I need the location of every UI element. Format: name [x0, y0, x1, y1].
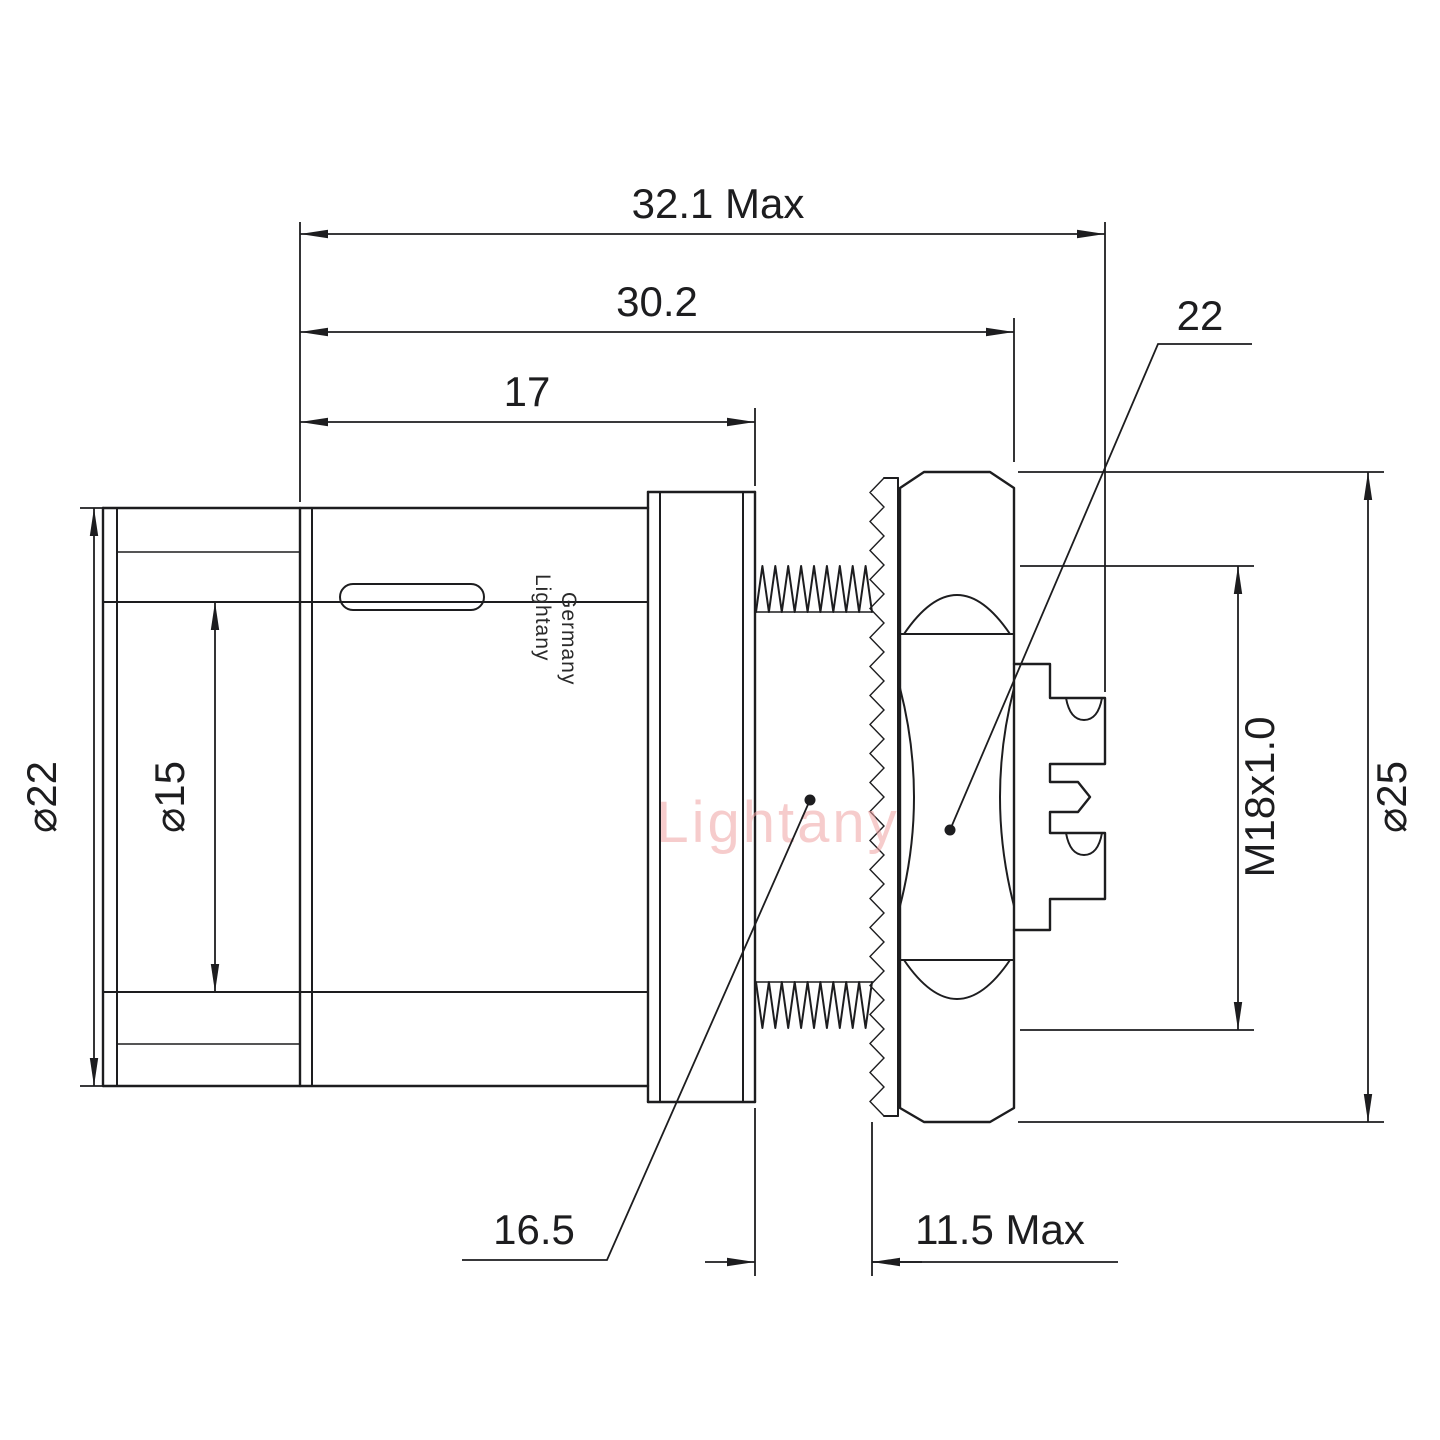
dim-front-shell-length-label: 17 — [504, 368, 551, 415]
dim-bore-diameter-label: ⌀15 — [146, 761, 193, 833]
solder-cup-bottom — [1065, 832, 1103, 856]
dim-nut-outer-diameter-label: ⌀25 — [1368, 761, 1415, 833]
dim-length-to-nut-label: 30.2 — [616, 278, 698, 325]
body-marking-line2: Germany — [557, 592, 580, 685]
watermark-text: Lightany — [656, 790, 899, 855]
dim-thread-length: 16.5 — [462, 794, 816, 1261]
rear-contacts — [1012, 662, 1107, 932]
dim-shell-diameter: ⌀22 — [18, 507, 140, 1087]
dim-shell-diameter-label: ⌀22 — [18, 761, 65, 833]
dim-thread-length-label: 16.5 — [493, 1206, 575, 1253]
dim-nut-across-flats: 22 — [944, 292, 1252, 836]
lock-washer — [869, 477, 899, 1117]
dim-mount-thread-label: M18x1.0 — [1236, 716, 1283, 877]
dim-max-panel-thickness: 11.5 Max — [705, 1108, 1118, 1276]
leader-dot-nut — [944, 824, 956, 836]
body-marking-line1: Lightany — [531, 574, 554, 661]
dim-length-to-nut: 30.2 — [300, 278, 1014, 337]
dim-bore-diameter: ⌀15 — [146, 602, 220, 992]
front-shell — [101, 506, 650, 1088]
mounting-flange — [646, 490, 757, 1104]
connector-geometry: Lightany Germany — [101, 470, 1107, 1124]
dimensions: 32.1 Max 30.2 17 22 ⌀22 ⌀15 — [18, 180, 1415, 1276]
thread-bottom — [755, 981, 873, 1029]
solder-cup-top — [1065, 697, 1103, 721]
leader-dot-thread — [804, 794, 816, 806]
dim-max-panel-thickness-label: 11.5 Max — [915, 1206, 1085, 1253]
thread-section — [755, 565, 873, 1029]
dim-mount-thread: M18x1.0 — [1020, 565, 1283, 1031]
hex-nut — [898, 470, 1016, 1124]
dim-nut-outer-diameter: ⌀25 — [1018, 471, 1415, 1123]
key-slot — [339, 583, 485, 611]
thread-top — [755, 565, 873, 613]
washer-serrations — [869, 477, 885, 1117]
dim-overall-length: 32.1 Max — [300, 180, 1105, 239]
dim-overall-length-label: 32.1 Max — [632, 180, 805, 227]
dim-nut-across-flats-label: 22 — [1177, 292, 1224, 339]
body-marking: Lightany Germany — [531, 574, 580, 685]
dim-front-shell-length: 17 — [300, 368, 755, 427]
